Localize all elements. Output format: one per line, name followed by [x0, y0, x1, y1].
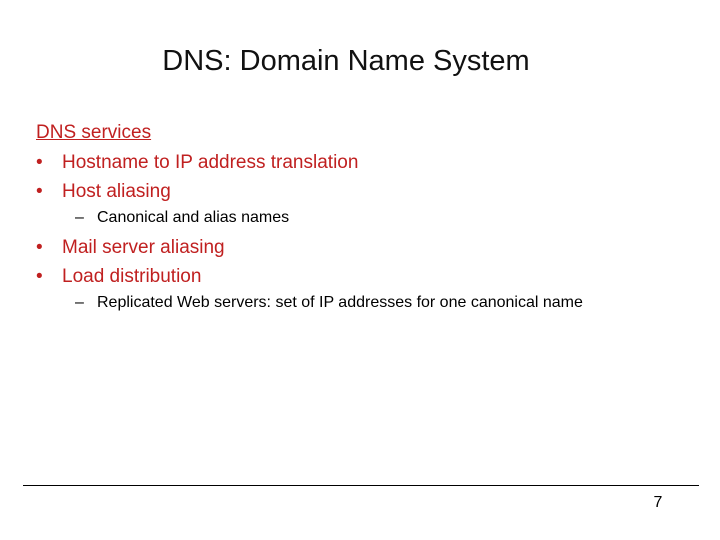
bullet-dot-icon: •: [36, 181, 43, 202]
bullet-item: • Mail server aliasing: [36, 236, 225, 260]
bullet-dot-icon: •: [36, 237, 43, 258]
bullet-dot-icon: •: [36, 152, 43, 173]
bullet-item: • Host aliasing: [36, 180, 171, 204]
sub-bullet-item-text: Replicated Web servers: set of IP addres…: [97, 294, 583, 311]
dash-bullet-icon: –: [75, 294, 84, 311]
bullet-item-text: Host aliasing: [62, 181, 171, 202]
dash-bullet-icon: –: [75, 209, 84, 226]
section-heading: DNS services: [36, 122, 152, 143]
bullet-item-text: Load distribution: [62, 266, 202, 287]
bullet-item: • Load distribution: [36, 265, 201, 289]
slide-title: DNS: Domain Name System: [162, 45, 530, 77]
bullet-item: • Hostname to IP address translation: [36, 151, 358, 175]
sub-bullet-item: – Replicated Web servers: set of IP addr…: [75, 292, 583, 313]
page-number: 7: [653, 494, 663, 511]
bullet-dot-icon: •: [36, 266, 43, 287]
sub-bullet-item-text: Canonical and alias names: [97, 209, 290, 226]
sub-bullet-item: – Canonical and alias names: [75, 207, 289, 228]
bullet-item-text: Mail server aliasing: [62, 237, 225, 258]
footer-divider: [23, 485, 699, 486]
bullet-item-text: Hostname to IP address translation: [62, 152, 359, 173]
